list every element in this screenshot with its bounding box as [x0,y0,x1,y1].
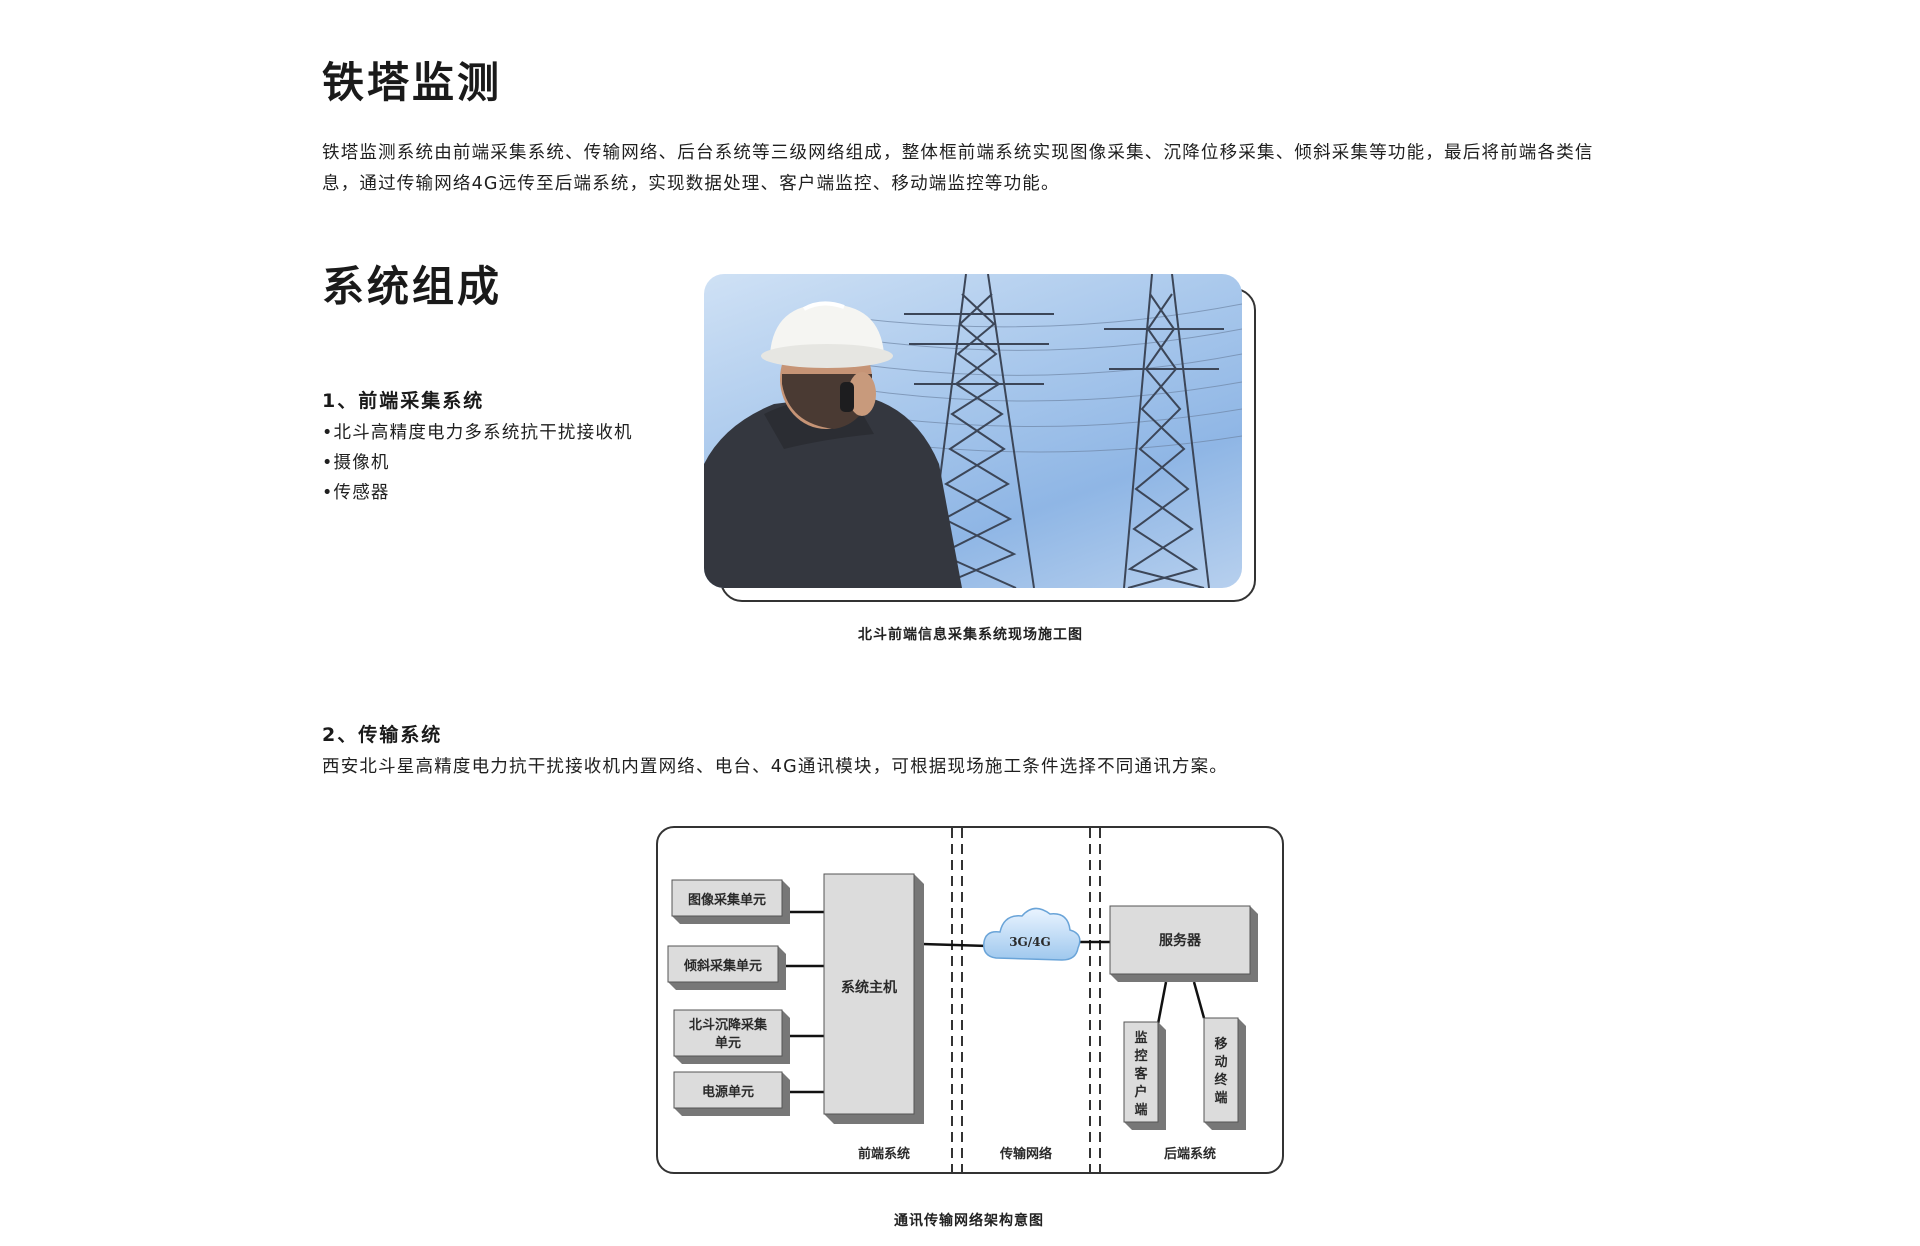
server-label: 服务器 [1159,932,1202,949]
unit-box: 电源单元 [673,1071,790,1116]
zone-label: 后端系统 [1164,1146,1216,1162]
system-host-box: 系统主机 [823,873,924,1124]
site-photo-illustration [704,274,1242,588]
network-architecture-diagram: 图像采集单元 倾斜采集单元 北斗沉降采集 单元 电源单元 系统主机 3G/4G [656,826,1284,1176]
list-item: 北斗高精度电力多系统抗干扰接收机 [322,418,633,448]
monitor-client-box: 监控客户端 [1123,1021,1166,1130]
tower-2 [1104,274,1224,588]
host-label: 系统主机 [841,979,897,996]
unit-label: 图像采集单元 [688,892,766,908]
server-box: 服务器 [1109,905,1258,982]
architecture-svg: 图像采集单元 倾斜采集单元 北斗沉降采集 单元 电源单元 系统主机 3G/4G [667,828,1258,1176]
client-label-vertical: 移动终端 [1214,1036,1228,1106]
unit-label: 电源单元 [702,1084,754,1100]
unit-box: 倾斜采集单元 [667,945,786,990]
site-photo-card [704,274,1256,602]
transmission-heading: 2、传输系统 [322,724,443,746]
mobile-terminal-box: 移动终端 [1203,1017,1246,1130]
front-end-heading: 1、前端采集系统 [322,390,485,412]
zone-label: 前端系统 [858,1146,910,1162]
diagram-caption: 通讯传输网络架构意图 [894,1213,1044,1229]
section-title-system-composition: 系统组成 [322,262,503,311]
zone-label: 传输网络 [999,1146,1052,1162]
list-item: 传感器 [322,478,633,508]
unit-label: 倾斜采集单元 [683,958,762,974]
unit-box: 北斗沉降采集 单元 [673,1009,790,1064]
worker-figure [704,301,962,588]
unit-label-line-1: 北斗沉降采集 [689,1017,768,1033]
site-photo [704,274,1242,588]
front-end-list: 北斗高精度电力多系统抗干扰接收机 摄像机 传感器 [322,418,633,508]
photo-caption: 北斗前端信息采集系统现场施工图 [858,627,1083,643]
cloud-icon: 3G/4G [983,907,1081,961]
cloud-label: 3G/4G [1009,935,1051,949]
client-label-vertical: 监控客户端 [1134,1030,1148,1118]
transmission-description: 西安北斗星高精度电力抗干扰接收机内置网络、电台、4G通讯模块，可根据现场施工条件… [322,757,1228,777]
section-title-tower-monitoring: 铁塔监测 [322,58,503,107]
list-item: 摄像机 [322,448,633,478]
unit-box: 图像采集单元 [671,879,790,924]
intro-paragraph: 铁塔监测系统由前端采集系统、传输网络、后台系统等三级网络组成，整体框前端系统实现… [322,143,1594,194]
unit-label-line-2: 单元 [715,1035,741,1051]
zone-dividers [951,828,1101,1176]
